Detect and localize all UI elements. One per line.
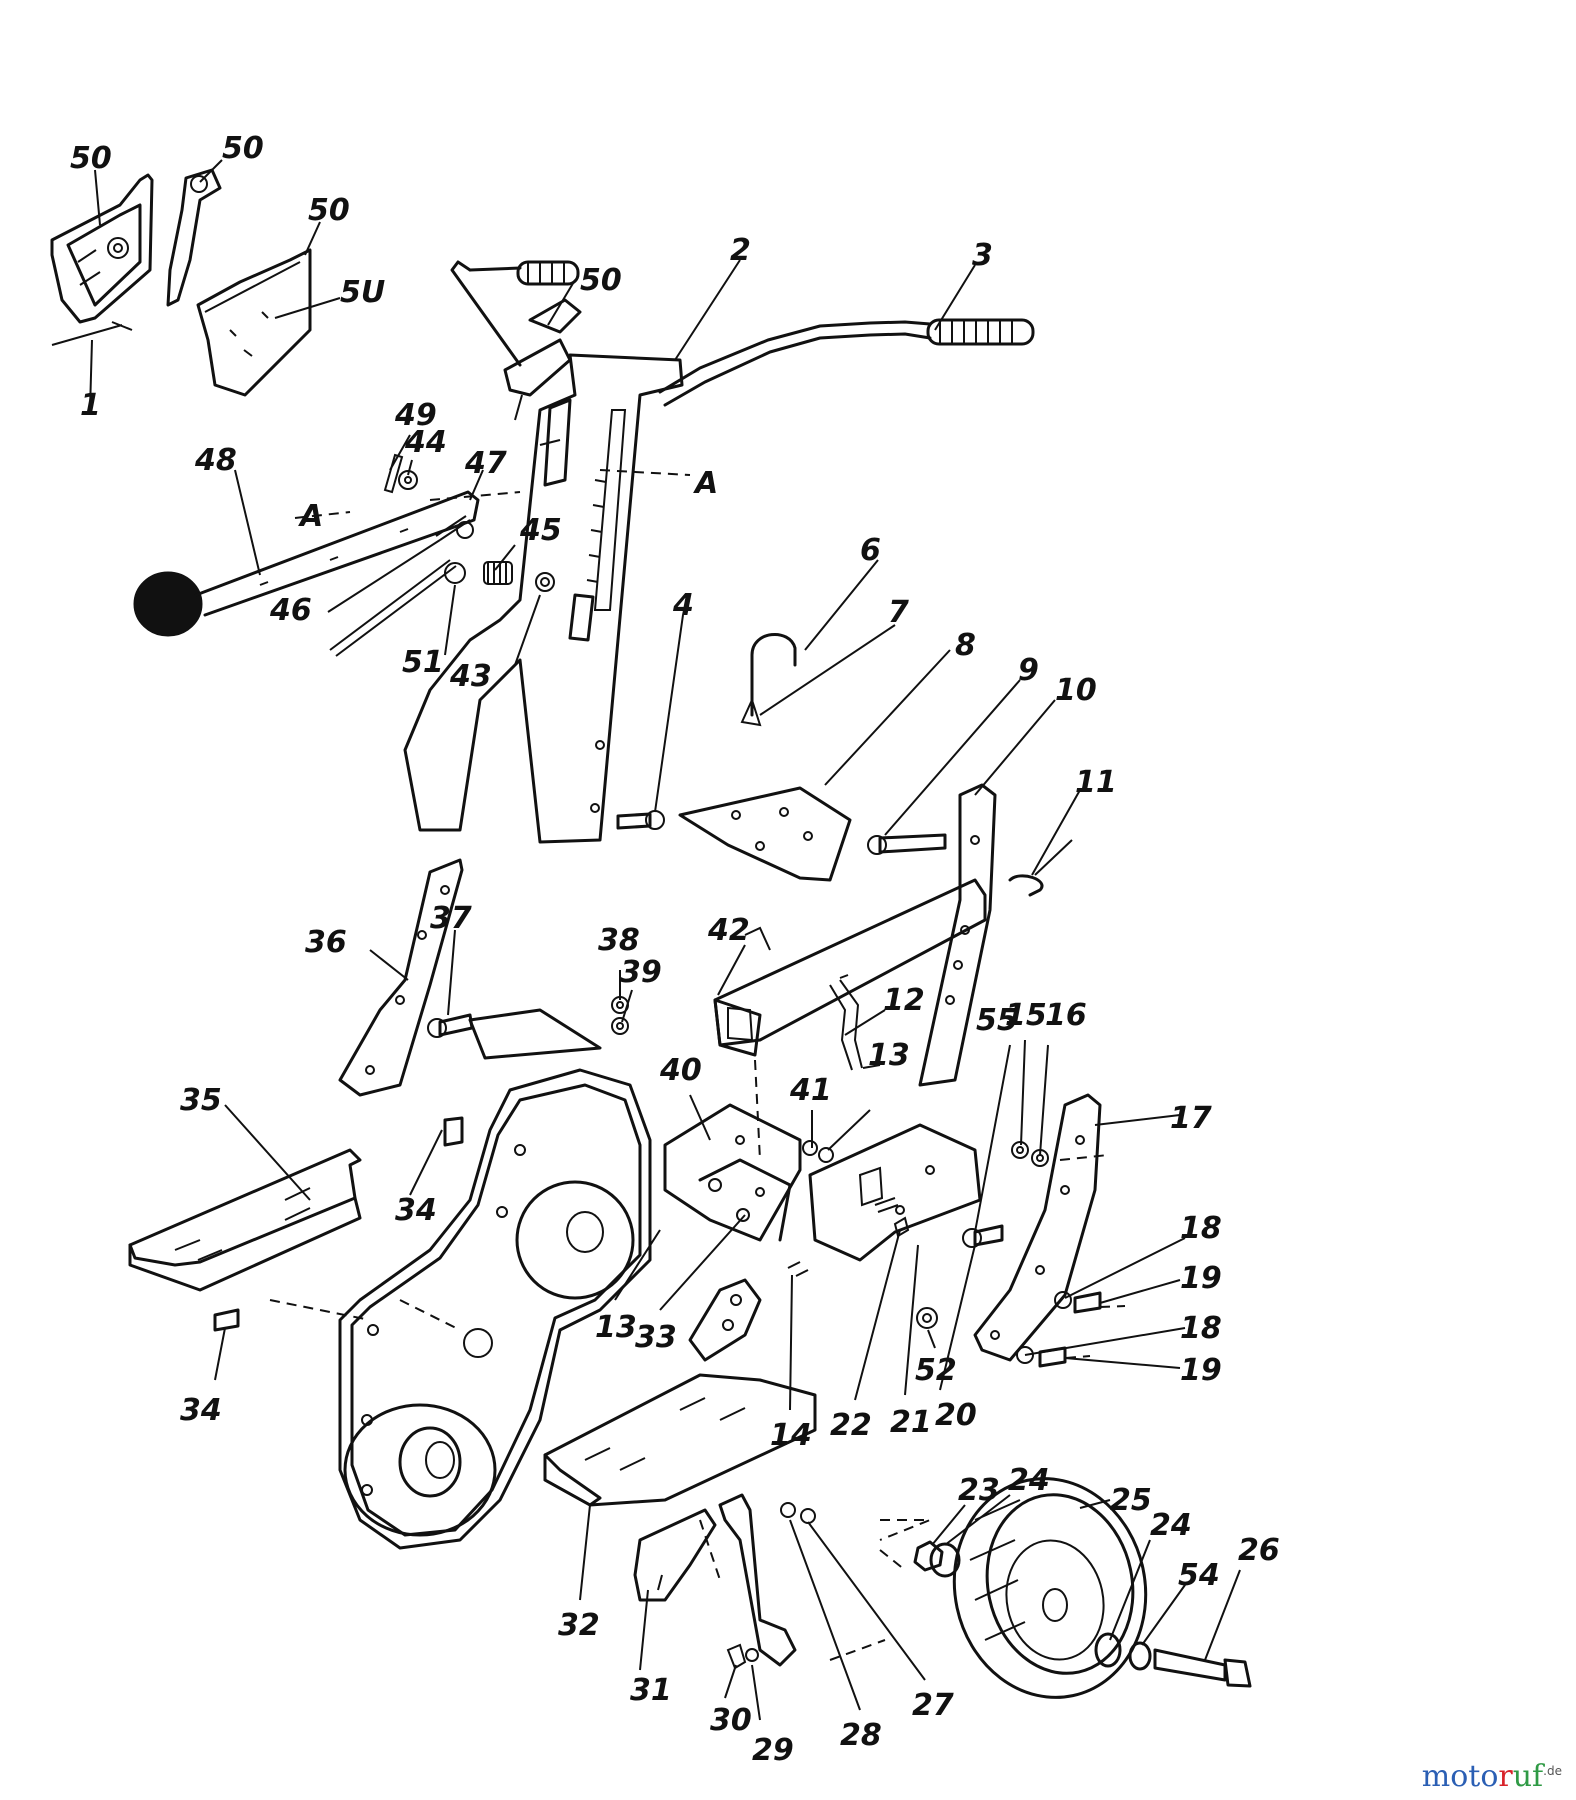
brand-part-1: moto bbox=[1421, 1759, 1499, 1794]
part-label: 29 bbox=[752, 1733, 794, 1768]
brand-part-3: uf bbox=[1512, 1759, 1544, 1794]
part-label: 49 bbox=[394, 398, 437, 433]
part-label: 18 bbox=[1180, 1211, 1222, 1246]
part-label: 41 bbox=[789, 1073, 832, 1108]
wheel-assembly bbox=[829, 1477, 1252, 1699]
part-label: 2 bbox=[730, 233, 751, 268]
part-label: 43 bbox=[449, 659, 492, 694]
part-label: 21 bbox=[890, 1405, 932, 1440]
depth-bar-assembly bbox=[616, 633, 852, 882]
part-label: 40 bbox=[659, 1053, 702, 1088]
part-label: 19 bbox=[1180, 1353, 1222, 1388]
part-label: 4 bbox=[672, 588, 694, 623]
part-label: A bbox=[693, 466, 718, 501]
part-label: 46 bbox=[269, 593, 312, 628]
part-label: 9 bbox=[1018, 653, 1039, 688]
part-label: 11 bbox=[1075, 765, 1117, 800]
part-labels: 50 50 50 5U 50 1 2 3 49 44 47 48 A A 45 … bbox=[70, 131, 1280, 1768]
part-label: 27 bbox=[912, 1688, 954, 1723]
part-label: 52 bbox=[915, 1353, 957, 1388]
main-column bbox=[403, 353, 691, 844]
gear-housing bbox=[338, 1068, 652, 1550]
part-label: 3 bbox=[972, 238, 993, 273]
part-label: 45 bbox=[519, 513, 562, 548]
brand-suffix: .de bbox=[1543, 1764, 1562, 1778]
part-label: 47 bbox=[464, 446, 507, 481]
part-label: 15 bbox=[1005, 998, 1047, 1033]
part-label: 55 bbox=[976, 1003, 1018, 1038]
part-label: 48 bbox=[194, 443, 237, 478]
part-label: 1 bbox=[80, 388, 101, 423]
wheel-bracket-assembly bbox=[543, 1261, 817, 1670]
left-frame-assembly bbox=[128, 858, 629, 1332]
part-label: 51 bbox=[402, 645, 444, 680]
part-label: 13 bbox=[868, 1038, 910, 1073]
part-label: 25 bbox=[1110, 1483, 1152, 1518]
part-label: 12 bbox=[883, 983, 925, 1018]
part-label: 10 bbox=[1055, 673, 1097, 708]
part-label: 38 bbox=[598, 923, 640, 958]
brand-logo: motoruf.de bbox=[1422, 1762, 1562, 1792]
center-bracket-assembly bbox=[663, 1103, 1004, 1262]
part-label: 39 bbox=[620, 955, 662, 990]
part-label: 54 bbox=[1178, 1558, 1220, 1593]
part-label: 20 bbox=[935, 1398, 977, 1433]
right-bracket-assembly bbox=[893, 1093, 1126, 1368]
part-label: 50 bbox=[70, 141, 112, 176]
part-label: 37 bbox=[430, 901, 472, 936]
part-label: 33 bbox=[635, 1320, 677, 1355]
part-label: 22 bbox=[830, 1408, 872, 1443]
part-label: 24 bbox=[1008, 1463, 1050, 1498]
part-label: 42 bbox=[707, 913, 750, 948]
part-label: 30 bbox=[710, 1703, 752, 1738]
part-label: 8 bbox=[955, 628, 976, 663]
part-label: 16 bbox=[1045, 998, 1087, 1033]
part-label: 34 bbox=[395, 1193, 437, 1228]
part-label: 18 bbox=[1180, 1311, 1222, 1346]
part-label: 36 bbox=[305, 925, 347, 960]
drag-bar-assembly bbox=[713, 783, 1073, 1161]
part-label: 50 bbox=[580, 263, 622, 298]
part-label: 35 bbox=[180, 1083, 222, 1118]
part-label: 14 bbox=[770, 1418, 812, 1453]
part-label: A bbox=[298, 499, 323, 534]
part-label: 24 bbox=[1150, 1508, 1192, 1543]
part-label: 31 bbox=[630, 1673, 672, 1708]
part-label: 28 bbox=[840, 1718, 882, 1753]
leader-lines bbox=[89, 159, 1241, 1721]
part-label: 23 bbox=[958, 1473, 1000, 1508]
part-label: 26 bbox=[1238, 1533, 1280, 1568]
part-label: 5U bbox=[340, 275, 385, 310]
handle-bar bbox=[450, 260, 1035, 421]
part-label: 17 bbox=[1170, 1101, 1212, 1136]
part-label: 50 bbox=[222, 131, 264, 166]
part-label: 50 bbox=[308, 193, 350, 228]
part-label: 34 bbox=[180, 1393, 222, 1428]
part-label: 6 bbox=[860, 533, 881, 568]
part-label: 7 bbox=[888, 595, 909, 630]
part-label: 44 bbox=[404, 425, 447, 460]
control-box-assembly bbox=[50, 168, 312, 397]
part-label: 13 bbox=[595, 1310, 637, 1345]
part-label: 19 bbox=[1180, 1261, 1222, 1296]
part-label: 32 bbox=[558, 1608, 600, 1643]
brand-part-2: r bbox=[1498, 1759, 1513, 1794]
